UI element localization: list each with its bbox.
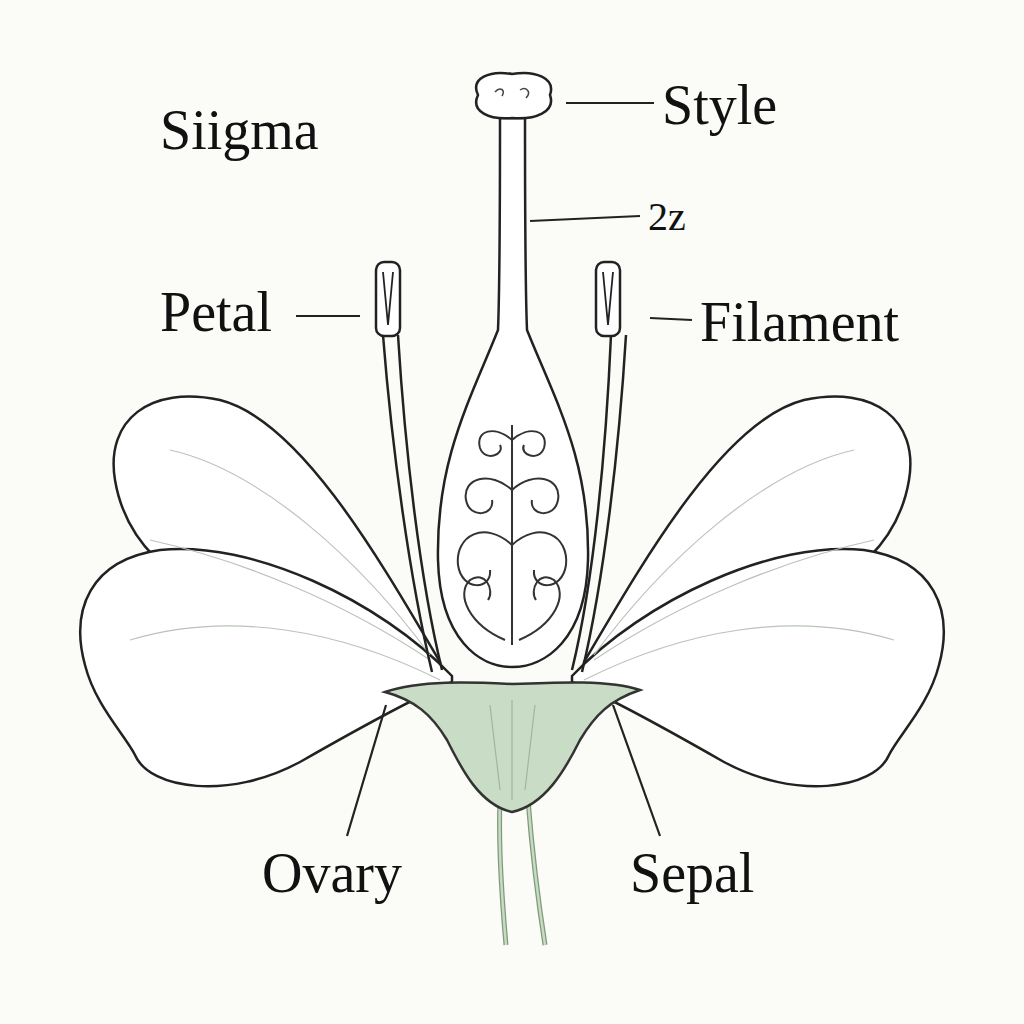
part-label: Sepal: [630, 845, 754, 901]
ovules: [458, 425, 566, 645]
sepal-and-stem: [385, 682, 640, 945]
pistil: [438, 73, 588, 667]
part-label: 2z: [648, 197, 686, 237]
part-label: Siigma: [160, 102, 319, 158]
part-label: Style: [662, 77, 777, 133]
part-label: Filament: [700, 294, 899, 350]
leader-lines: [296, 103, 692, 836]
part-label: Petal: [160, 284, 272, 340]
part-label: Ovary: [262, 845, 402, 901]
